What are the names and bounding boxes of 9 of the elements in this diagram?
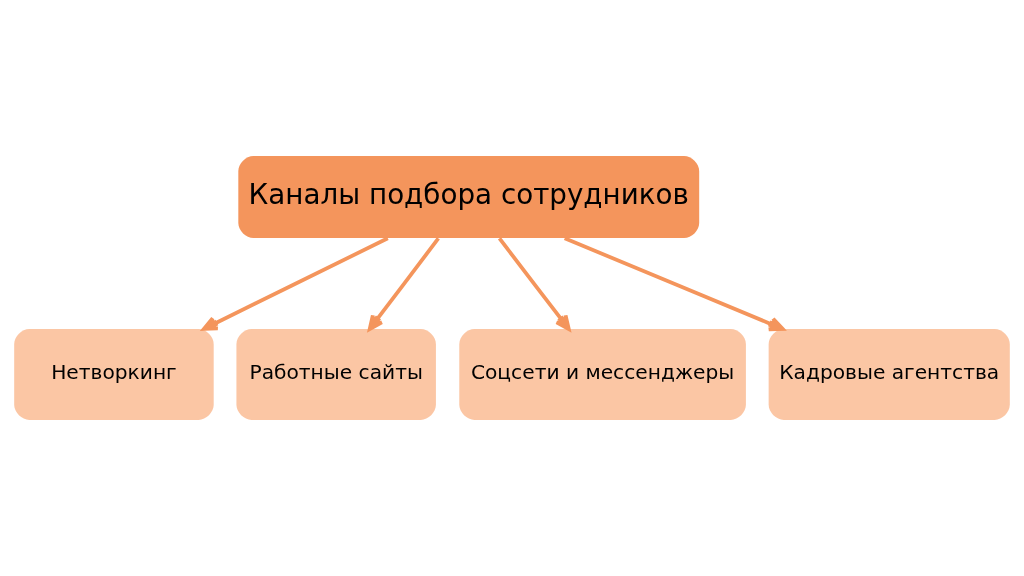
- node-box: Работные сайты: [236, 329, 436, 420]
- node-box: Кадровые агентства: [768, 329, 1010, 420]
- node-box: Нетворкинг: [14, 329, 214, 420]
- node-box: Соцсети и мессенджеры: [459, 329, 746, 420]
- arrow: [497, 237, 571, 331]
- arrow: [202, 236, 389, 331]
- arrow: [367, 237, 440, 331]
- arrow: [563, 236, 785, 332]
- node-box: Каналы подбора сотрудников: [238, 156, 700, 239]
